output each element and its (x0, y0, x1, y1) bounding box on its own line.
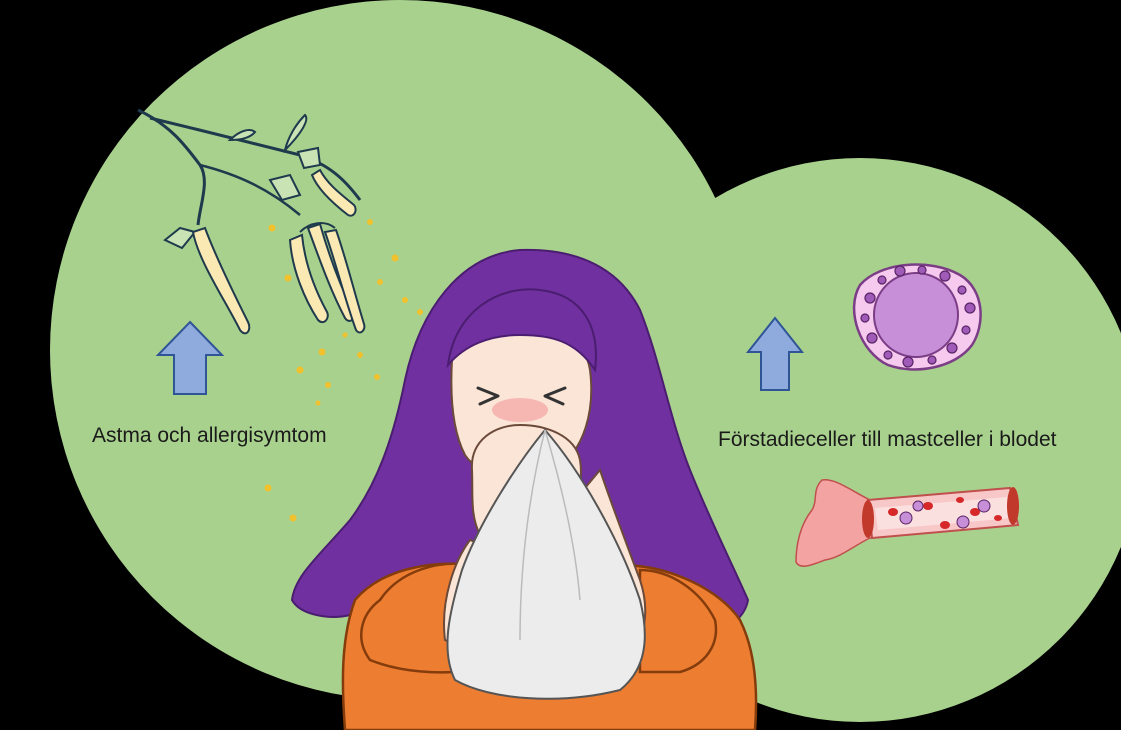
pollen-grain (289, 514, 297, 522)
pollen-grain (325, 382, 331, 388)
pollen-grain (377, 279, 383, 285)
up-arrow-icon (155, 320, 225, 395)
tissue (446, 428, 646, 700)
pollen-grain (342, 332, 348, 338)
pollen-grain (264, 484, 272, 492)
pollen-grain (357, 352, 363, 358)
label-mast-cell-precursors: Förstadieceller till mastceller i blodet (718, 428, 1057, 451)
pollen-grain (268, 224, 276, 232)
pollen-grain (391, 254, 399, 262)
blood-vessel-icon (795, 479, 1020, 567)
pollen-grain (296, 366, 304, 374)
pollen-grain (284, 274, 292, 282)
sneezing-girl-illustration (290, 248, 758, 730)
up-arrow-icon (745, 316, 805, 391)
pollen-grain (367, 219, 373, 225)
label-asthma-allergy: Astma och allergisymtom (92, 424, 327, 447)
mast-cell-precursor-icon (852, 263, 982, 371)
pollen-grain (417, 309, 423, 315)
pollen-grain (374, 374, 380, 380)
pollen-grain (318, 348, 326, 356)
pollen-grain (315, 400, 321, 406)
birch-catkin-branch-icon (137, 108, 366, 335)
pollen-grain (402, 297, 408, 303)
pollen-grains (264, 219, 423, 522)
